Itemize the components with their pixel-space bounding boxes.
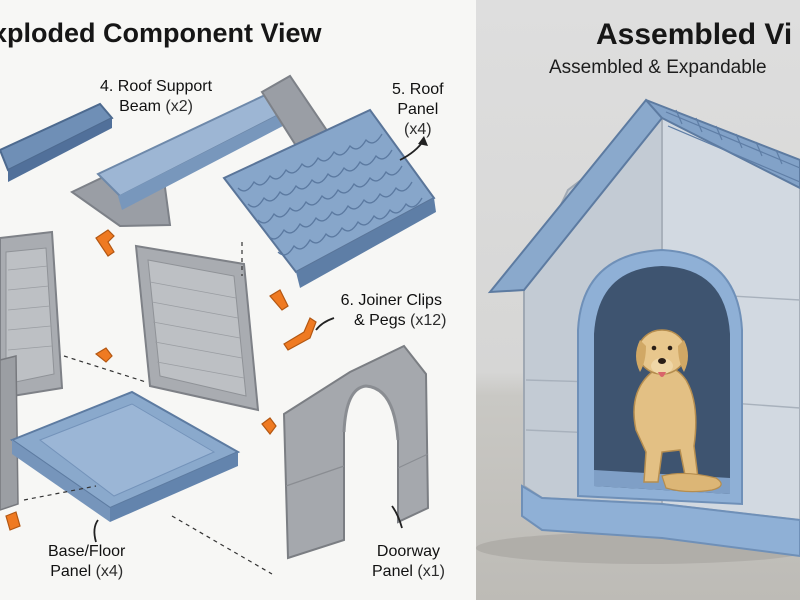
callout-quantity: (x1)	[417, 563, 445, 580]
callout-line: Panel (x1)	[372, 562, 445, 582]
callout-line: Panel (x4)	[48, 562, 125, 582]
callout-quantity: (x12)	[410, 312, 447, 329]
joiner-clip	[95, 229, 115, 257]
assembled-view-title: Assembled Vi	[596, 18, 793, 51]
roof-panel-partial	[0, 102, 114, 182]
callout-quantity: (x2)	[165, 98, 193, 115]
callout-text: Panel	[50, 563, 92, 580]
roof-pointer-arrowhead	[418, 136, 428, 146]
joiner-clip	[283, 317, 317, 351]
assembled-doghouse-illustration	[476, 98, 800, 564]
assembly-guide-lines	[23, 242, 273, 575]
dog-illustration	[633, 329, 722, 493]
side-wall-panel-center	[134, 244, 260, 412]
callout-text: & Pegs	[354, 312, 406, 329]
joiner-clips	[5, 229, 317, 531]
exploded-view-panel: xploded Component View 4. Roof Support B…	[0, 18, 447, 582]
callout-quantity: (x4)	[404, 121, 432, 138]
doorway-panel	[282, 344, 430, 560]
callout-line: 5. Roof	[392, 81, 444, 98]
callout-line: Panel	[397, 101, 439, 118]
joiner-clip	[5, 511, 21, 531]
callout-quantity: (x4)	[95, 563, 124, 580]
exploded-view-title: xploded Component View	[0, 18, 322, 48]
side-wall-edge	[0, 355, 19, 511]
callout-doorway-panel: Doorway Panel (x1)	[372, 542, 445, 582]
callout-pointers	[93, 317, 403, 543]
callout-line: 6. Joiner Clips	[340, 292, 442, 309]
callout-line: Base/Floor	[48, 543, 126, 560]
joiner-clip	[94, 347, 113, 363]
callout-line: & Pegs (x12)	[336, 311, 447, 331]
exploded-illustration	[0, 74, 436, 575]
callout-base-floor-panel: Base/Floor Panel (x4)	[48, 542, 125, 582]
callout-joiner-clips: 6. Joiner Clips & Pegs (x12)	[336, 291, 447, 331]
base-floor-panel	[9, 390, 241, 522]
roof-panel	[222, 108, 436, 288]
callout-line: Beam (x2)	[100, 97, 212, 117]
doghouse-base	[521, 484, 800, 558]
callout-roof-support-beam: 4. Roof Support Beam (x2)	[100, 77, 212, 117]
roof-support-beam	[70, 74, 334, 228]
callout-line: 4. Roof Support	[100, 78, 213, 95]
callout-text: Beam	[119, 98, 161, 115]
joiner-clip	[261, 417, 277, 435]
joiner-clip	[269, 289, 289, 311]
callout-line: Doorway	[376, 543, 441, 560]
doghouse-roof	[487, 98, 800, 294]
callout-text: Panel	[372, 563, 413, 580]
callout-roof-panel: 5. Roof Panel (x4)	[392, 80, 444, 140]
assembled-view-panel: Assembled Vi Assembled & Expandable	[476, 0, 800, 600]
assembled-view-subtitle: Assembled & Expandable	[549, 57, 767, 78]
